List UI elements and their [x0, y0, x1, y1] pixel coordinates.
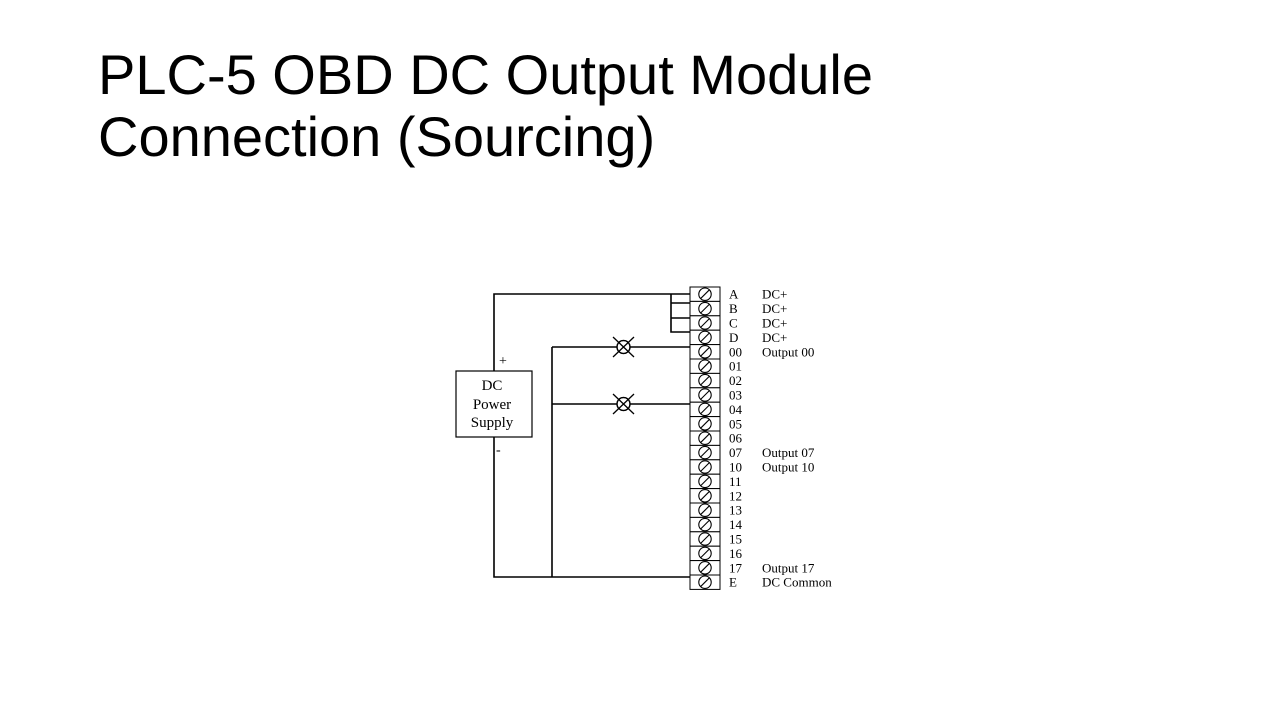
terminal-id: 17 [729, 560, 743, 575]
terminal-screw-icon [698, 402, 712, 417]
terminal-label: DC+ [762, 301, 787, 316]
terminal-label: DC Common [762, 575, 832, 590]
terminal-16: 16 [689, 545, 743, 562]
terminal-label: Output 17 [762, 560, 815, 575]
lamp-load-output-00 [612, 336, 635, 358]
terminal-10: 10 Output 10 [689, 459, 814, 475]
terminal-02: 02 [689, 372, 742, 389]
terminal-screw-icon [698, 503, 712, 517]
terminal-04: 04 [689, 401, 743, 418]
terminal-17: 17 Output 17 [689, 560, 815, 576]
terminal-screw-icon [698, 460, 712, 474]
terminal-03: 03 [689, 387, 742, 403]
terminal-id: 15 [729, 532, 742, 547]
terminal-id: 06 [729, 431, 743, 446]
terminal-screw-icon [698, 489, 712, 503]
terminal-screw-icon [698, 431, 712, 445]
plus-sign: + [499, 354, 507, 369]
dc-power-supply: DC Power Supply + - [455, 354, 533, 458]
terminal-07: 07 Output 07 [689, 444, 815, 461]
terminal-id: 16 [729, 546, 743, 561]
terminal-13: 13 [689, 502, 742, 518]
terminal-label: DC+ [762, 287, 787, 302]
terminal-screw-icon [698, 575, 712, 589]
terminal-00: 00 Output 00 [689, 344, 814, 360]
terminal-06: 06 [689, 430, 743, 446]
terminal-label: Output 07 [762, 445, 815, 460]
terminal-id: 02 [729, 373, 742, 388]
slide-title: PLC-5 OBD DC Output Module Connection (S… [98, 44, 873, 168]
terminal-01: 01 [689, 358, 742, 374]
terminal-D: D DC+ [689, 329, 787, 346]
terminal-11: 11 [689, 473, 742, 490]
terminal-id: 10 [729, 460, 742, 475]
terminal-id: 05 [729, 416, 742, 431]
terminal-id: 03 [729, 388, 742, 403]
terminal-label: DC+ [762, 316, 787, 331]
terminal-14: 14 [689, 516, 743, 533]
terminal-screw-icon [698, 301, 712, 316]
dc-plus-jumper [670, 294, 697, 333]
terminal-screw-icon [698, 417, 712, 431]
terminal-05: 05 [689, 416, 742, 432]
terminal-screw-icon [698, 561, 712, 575]
terminal-screw-icon [698, 316, 712, 330]
terminal-screw-icon [698, 445, 712, 460]
minus-sign: - [496, 443, 501, 458]
terminal-id: D [729, 330, 738, 345]
terminal-id: E [729, 575, 737, 590]
terminal-label: DC+ [762, 330, 787, 345]
terminal-B: B DC+ [689, 300, 787, 317]
wiring [493, 293, 697, 578]
dc-common-wire [493, 437, 697, 578]
terminal-screw-icon [698, 359, 712, 373]
terminal-screw-icon [698, 330, 712, 345]
terminal-id: 13 [729, 503, 742, 518]
terminal-label: Output 00 [762, 344, 814, 359]
terminal-screw-icon [698, 474, 712, 489]
terminal-id: 04 [729, 402, 743, 417]
terminal-id: 01 [729, 359, 742, 374]
terminal-id: A [729, 287, 739, 302]
slide-title-line-2: Connection (Sourcing) [98, 105, 656, 168]
terminal-screw-icon [698, 287, 712, 301]
terminal-C: C DC+ [689, 315, 787, 331]
terminal-A: A DC+ [689, 286, 787, 302]
terminal-id: 12 [729, 488, 742, 503]
lamp-load-output-04 [612, 393, 635, 415]
dc-plus-wire [493, 293, 697, 371]
terminal-id: 11 [729, 474, 742, 489]
terminal-screw-icon [698, 532, 712, 546]
terminal-12: 12 [689, 488, 742, 504]
terminal-screw-icon [698, 345, 712, 359]
terminal-id: B [729, 301, 738, 316]
slide-title-line-1: PLC-5 OBD DC Output Module [98, 43, 873, 106]
power-supply-line-3: Supply [471, 415, 514, 431]
terminal-E: E DC Common [689, 574, 832, 590]
power-supply-line-2: Power [473, 397, 511, 413]
terminal-id: 14 [729, 517, 743, 532]
terminal-id: 00 [729, 344, 742, 359]
power-supply-line-1: DC [482, 378, 503, 394]
terminal-id: 07 [729, 445, 743, 460]
terminal-screw-icon [698, 388, 712, 402]
terminal-label: Output 10 [762, 460, 814, 475]
terminal-15: 15 [689, 531, 742, 547]
terminal-id: C [729, 316, 738, 331]
terminal-screw-icon [698, 517, 712, 532]
terminal-screw-icon [698, 373, 712, 388]
terminal-screw-icon [698, 546, 712, 561]
